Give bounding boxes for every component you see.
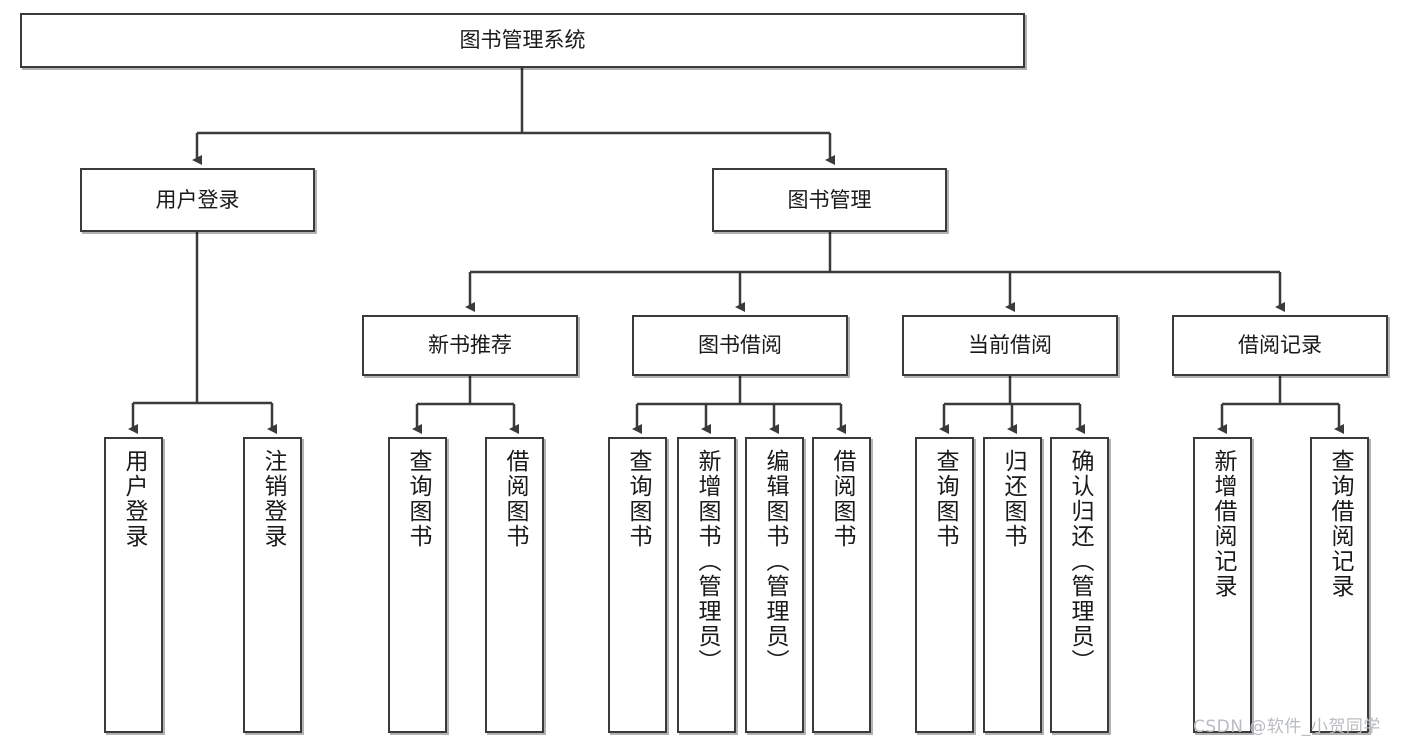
- leaf-borrow-query-book[interactable]: 查询图书: [608, 437, 667, 733]
- leaf-current-return-book-label: 归还图书: [1000, 449, 1026, 549]
- node-user-login-label: 用户登录: [155, 187, 240, 212]
- leaf-current-confirm-return-label: 确认归还（管理员）: [1067, 449, 1093, 674]
- node-borrow-record-label: 借阅记录: [1238, 333, 1322, 358]
- node-current-borrow-label: 当前借阅: [968, 333, 1052, 358]
- leaf-record-query-record[interactable]: 查询借阅记录: [1310, 437, 1369, 733]
- leaf-record-add-record-label: 新增借阅记录: [1210, 449, 1236, 599]
- node-borrow-record[interactable]: 借阅记录: [1172, 315, 1388, 376]
- node-new-book-recommend[interactable]: 新书推荐: [362, 315, 578, 376]
- leaf-user-login-signin-label: 用户登录: [121, 449, 147, 549]
- leaf-current-confirm-return[interactable]: 确认归还（管理员）: [1050, 437, 1109, 733]
- node-book-borrow-label: 图书借阅: [698, 333, 782, 358]
- leaf-user-login-signout[interactable]: 注销登录: [243, 437, 302, 733]
- leaf-recommend-borrow-book-label: 借阅图书: [502, 449, 528, 549]
- leaf-borrow-borrow-book-label: 借阅图书: [829, 449, 855, 549]
- leaf-borrow-add-book-label: 新增图书（管理员）: [694, 449, 720, 674]
- leaf-borrow-borrow-book[interactable]: 借阅图书: [812, 437, 871, 733]
- leaf-record-add-record[interactable]: 新增借阅记录: [1193, 437, 1252, 733]
- node-book-management[interactable]: 图书管理: [712, 168, 947, 232]
- leaf-record-query-record-label: 查询借阅记录: [1327, 449, 1353, 599]
- node-book-management-label: 图书管理: [787, 187, 872, 212]
- node-book-borrow[interactable]: 图书借阅: [632, 315, 848, 376]
- leaf-user-login-signout-label: 注销登录: [260, 449, 286, 549]
- leaf-current-query-book-label: 查询图书: [932, 449, 958, 549]
- node-root[interactable]: 图书管理系统: [20, 13, 1025, 68]
- leaf-borrow-add-book[interactable]: 新增图书（管理员）: [677, 437, 736, 733]
- watermark: CSDN @软件_小贺同学: [1193, 717, 1381, 737]
- leaf-current-return-book[interactable]: 归还图书: [983, 437, 1042, 733]
- leaf-current-query-book[interactable]: 查询图书: [915, 437, 974, 733]
- leaf-recommend-query-book[interactable]: 查询图书: [388, 437, 447, 733]
- leaf-user-login-signin[interactable]: 用户登录: [104, 437, 163, 733]
- node-current-borrow[interactable]: 当前借阅: [902, 315, 1118, 376]
- node-root-label: 图书管理系统: [459, 28, 586, 53]
- leaf-borrow-edit-book-label: 编辑图书（管理员）: [762, 449, 788, 674]
- leaf-recommend-query-book-label: 查询图书: [405, 449, 431, 549]
- leaf-borrow-edit-book[interactable]: 编辑图书（管理员）: [745, 437, 804, 733]
- node-new-book-recommend-label: 新书推荐: [428, 333, 512, 358]
- node-user-login[interactable]: 用户登录: [80, 168, 315, 232]
- leaf-recommend-borrow-book[interactable]: 借阅图书: [485, 437, 544, 733]
- leaf-borrow-query-book-label: 查询图书: [625, 449, 651, 549]
